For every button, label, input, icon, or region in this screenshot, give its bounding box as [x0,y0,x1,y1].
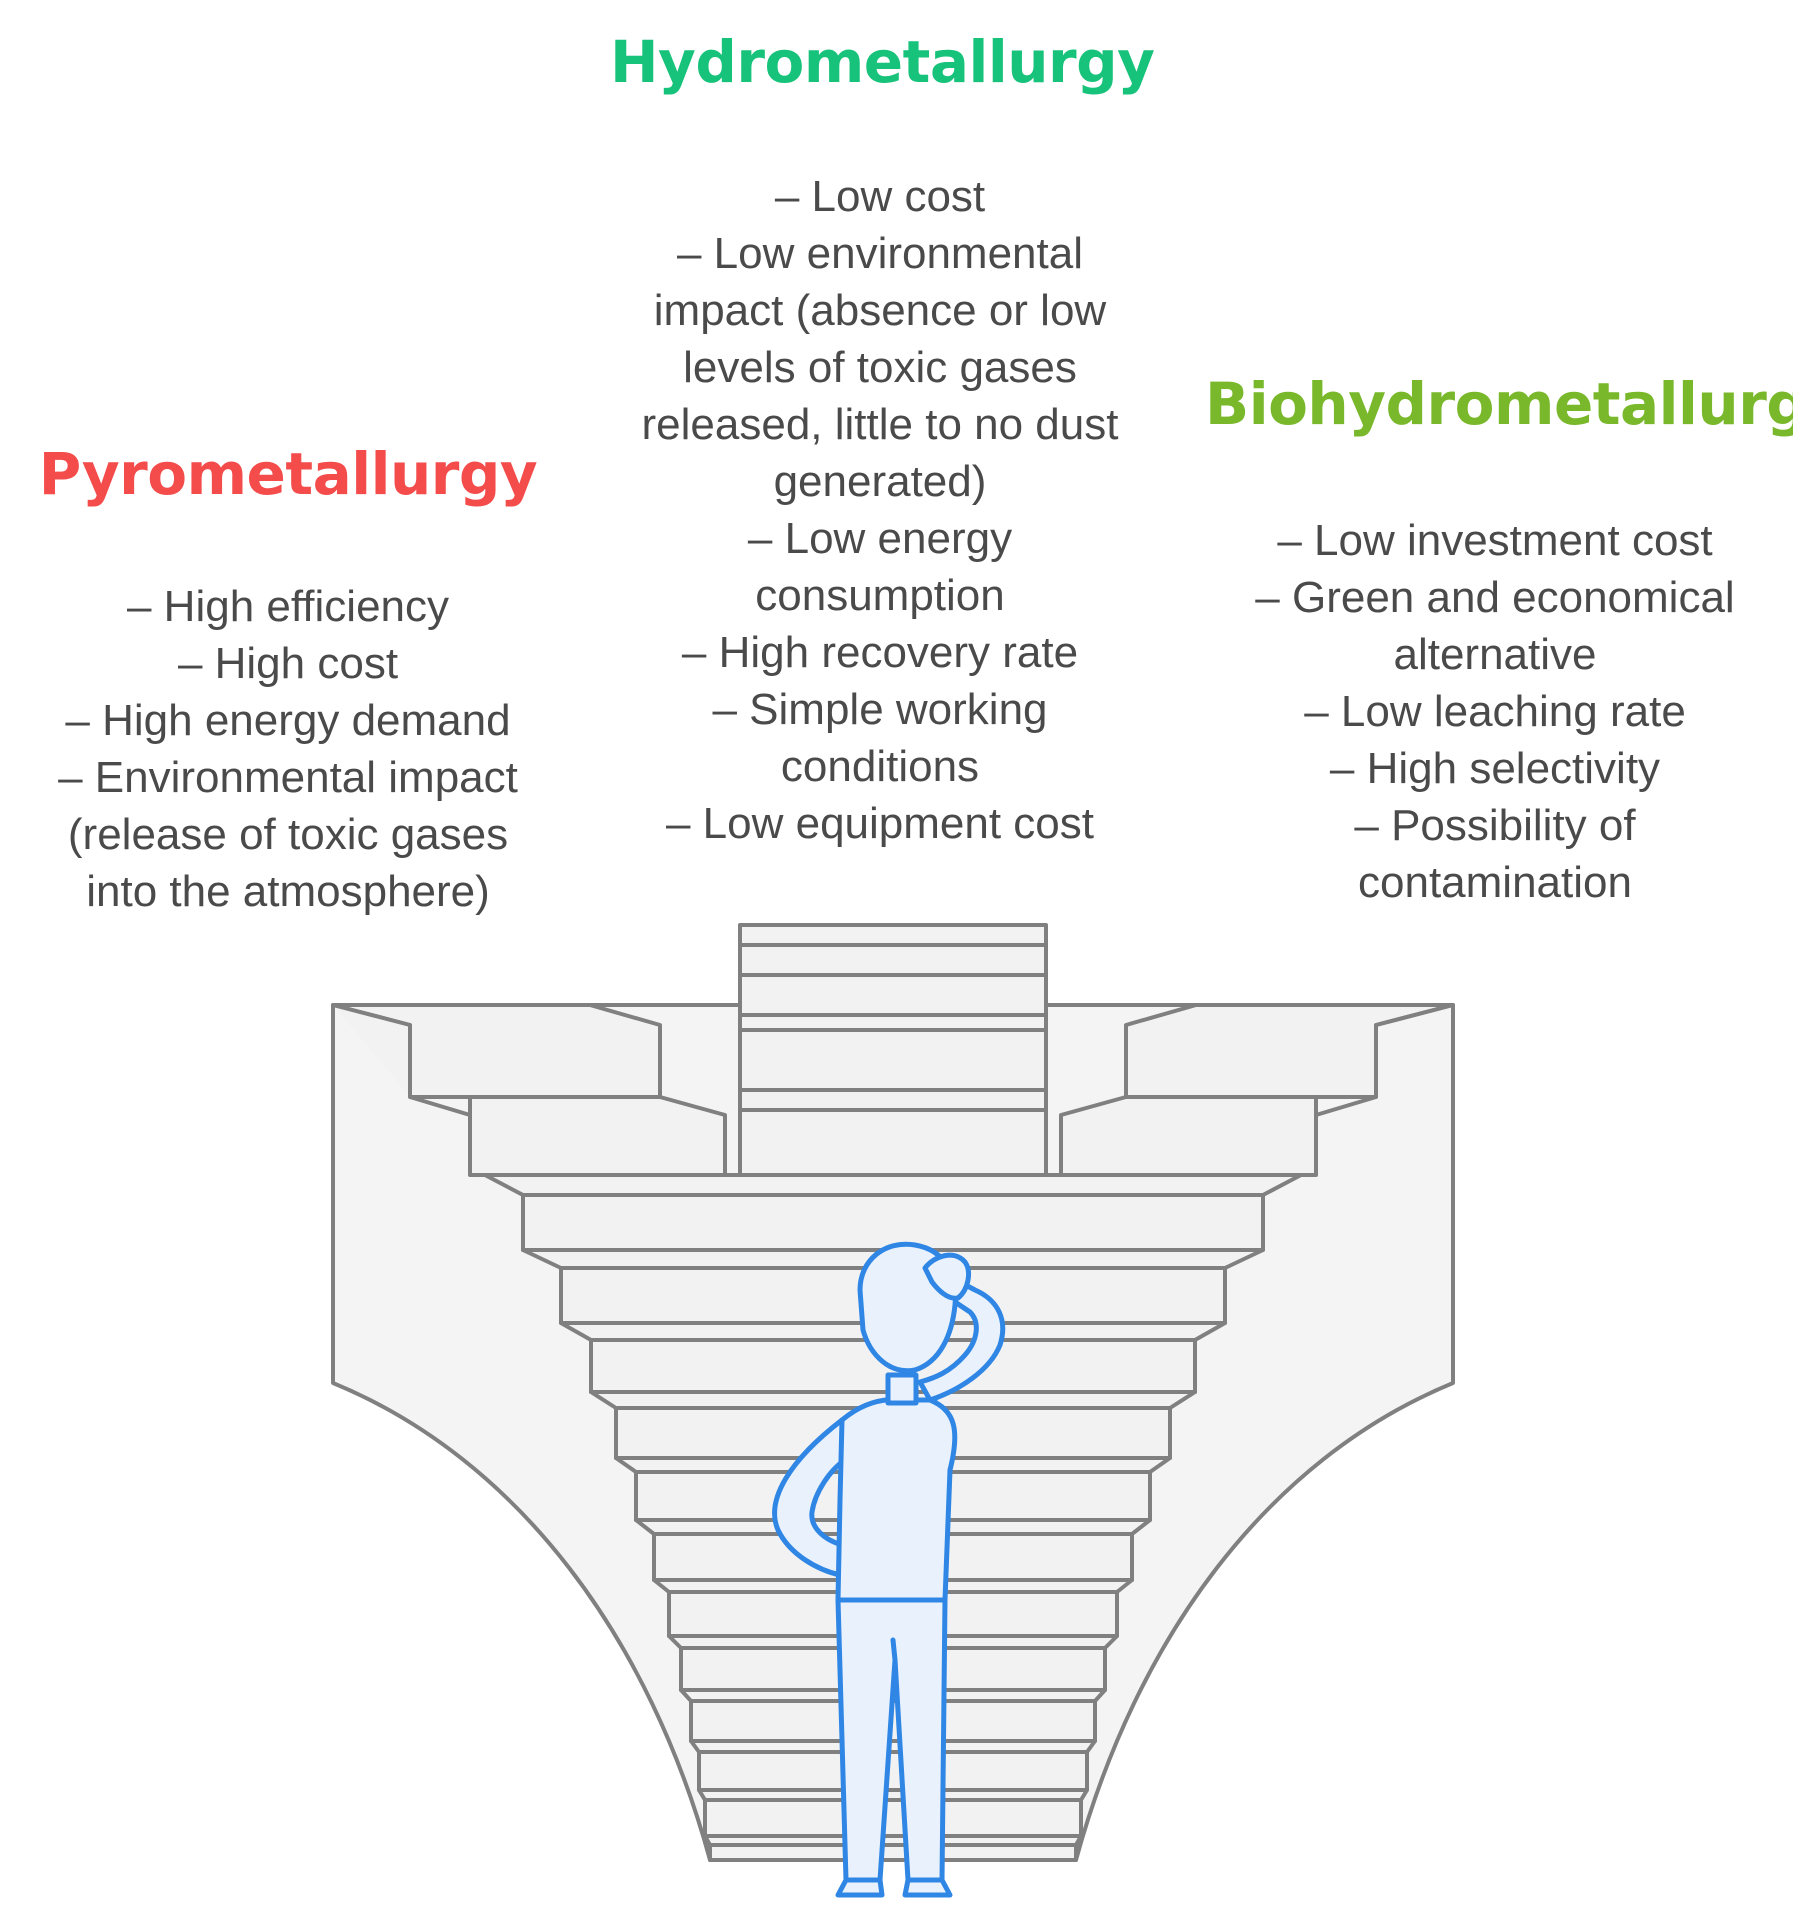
pyrometallurgy-column: Pyrometallurgy – High efficiency – High … [18,440,558,920]
hydrometallurgy-item: – Simple working [712,685,1048,734]
pyrometallurgy-item: – High energy demand [65,696,511,745]
biohydrometallurgy-item: – High selectivity [1329,744,1661,793]
hydrometallurgy-title: Hydrometallurgy [610,28,1155,96]
biohydrometallurgy-item: alternative [1393,630,1597,679]
hydrometallurgy-list: – Low cost – Low environmental impact (a… [610,168,1150,852]
hydrometallurgy-item: – Low equipment cost [665,799,1095,848]
pyrometallurgy-title: Pyrometallurgy [38,440,538,508]
hydrometallurgy-item: generated) [773,457,987,506]
biohydrometallurgy-item: – Low leaching rate [1304,687,1686,736]
pyrometallurgy-item: (release of toxic gases [67,810,509,859]
biohydrometallurgy-list: – Low investment cost – Green and econom… [1205,512,1785,911]
biohydrometallurgy-item: – Possibility of [1354,801,1636,850]
hydrometallurgy-item: impact (absence or low [653,286,1107,335]
hydrometallurgy-item: conditions [780,742,980,791]
biohydrometallurgy-item: – Green and economical [1255,573,1735,622]
pyrometallurgy-list: – High efficiency – High cost – High ene… [18,578,558,920]
hydrometallurgy-item: – High recovery rate [681,628,1079,677]
pyrometallurgy-item: – High efficiency [126,582,450,631]
biohydrometallurgy-item: – Low investment cost [1277,516,1713,565]
biohydrometallurgy-title: Biohydrometallurgy [1205,370,1793,438]
hydrometallurgy-item: consumption [755,571,1005,620]
hydrometallurgy-item: levels of toxic gases [683,343,1077,392]
hydrometallurgy-item: released, little to no dust [641,400,1119,449]
hydrometallurgy-item: – Low cost [774,172,986,221]
thinking-person-icon [772,1241,1006,1898]
hydrometallurgy-item: – Low energy [747,514,1013,563]
biohydrometallurgy-item: contamination [1358,858,1632,907]
biohydrometallurgy-column: Biohydrometallurgy – Low investment cost… [1205,370,1793,911]
pyrometallurgy-item: into the atmosphere) [86,867,490,916]
hydrometallurgy-item: – Low environmental [676,229,1083,278]
staircase-illustration [331,923,1455,1898]
hydrometallurgy-column: Hydrometallurgy – Low cost – Low environ… [610,28,1155,852]
pyrometallurgy-item: – Environmental impact [58,753,518,802]
pyrometallurgy-item: – High cost [177,639,399,688]
